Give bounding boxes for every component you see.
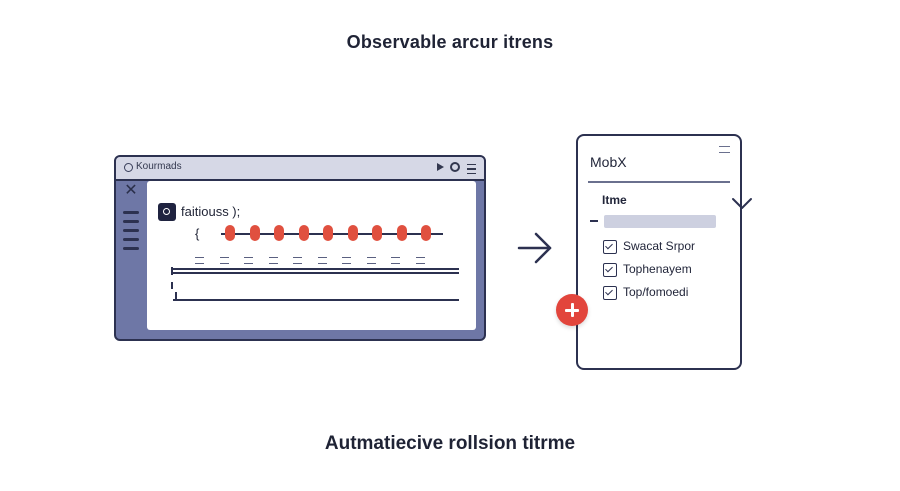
divider-line: [173, 272, 459, 274]
timeline-bead[interactable]: [396, 225, 407, 241]
sidebar-line: [123, 220, 139, 223]
menu-icon[interactable]: [719, 146, 730, 153]
timeline-dash: [244, 257, 253, 264]
window-title: Kourmads: [136, 161, 182, 172]
timeline-bead[interactable]: [347, 225, 358, 241]
timeline-dash: [366, 257, 376, 264]
list-item-label: Tophenayem: [623, 262, 692, 276]
checkbox[interactable]: [603, 263, 617, 277]
timeline-bead[interactable]: [274, 225, 284, 241]
timeline-dash: [293, 257, 302, 264]
divider-line: [173, 268, 459, 270]
timeline-dash: [415, 257, 425, 264]
timeline-bead[interactable]: [421, 225, 431, 241]
timeline-bead[interactable]: [323, 225, 333, 241]
add-button[interactable]: [556, 294, 588, 326]
top-heading: Observable arcur itrens: [346, 32, 554, 52]
timeline-bead[interactable]: [249, 225, 260, 241]
list-item-label: Top/fomoedi: [623, 285, 689, 299]
list-item-label: Swacat Srpor: [623, 239, 696, 253]
timeline-dash: [391, 257, 400, 264]
input-bar[interactable]: [604, 215, 716, 228]
divider-line: [173, 299, 459, 301]
timeline-bead[interactable]: [372, 225, 382, 241]
panel-title: MobX: [590, 154, 627, 170]
arrow-right-icon: [517, 232, 552, 264]
mobx-panel: MobX Itme Swacat Srpor Tophenayem Top/fo…: [576, 134, 742, 370]
checkbox[interactable]: [603, 240, 617, 254]
timeline-dash: [219, 257, 229, 264]
code-icon: [158, 203, 176, 221]
settings-icon[interactable]: [124, 163, 133, 172]
code-brace: {: [195, 226, 200, 241]
editor-canvas[interactable]: faitiouss ); {: [147, 181, 476, 330]
timeline-bead[interactable]: [225, 225, 235, 241]
timeline-dash: [342, 257, 351, 264]
cursor-tick: [171, 282, 173, 289]
window-titlebar: Kourmads: [116, 157, 484, 181]
timeline-dash: [195, 257, 204, 264]
close-icon[interactable]: ✕: [124, 182, 138, 199]
code-label: faitiouss );: [181, 204, 241, 219]
section-label: Itme: [602, 193, 627, 207]
menu-icon[interactable]: [467, 164, 476, 174]
record-icon[interactable]: [450, 162, 460, 172]
timeline-dash: [317, 257, 327, 264]
app-window: Kourmads ✕ faitiouss ); {: [114, 155, 486, 341]
cursor-tick: [175, 292, 177, 301]
panel-separator: [588, 181, 730, 183]
sidebar-line: [123, 247, 139, 250]
bottom-heading: Autmatiecive rollsion titrme: [324, 433, 576, 454]
checkbox[interactable]: [603, 286, 617, 300]
sidebar-line: [123, 238, 139, 241]
timeline-dash: [268, 257, 278, 264]
chevron-down-icon[interactable]: [731, 195, 753, 211]
cursor-tick: [171, 267, 173, 275]
sidebar-line: [123, 211, 139, 214]
sidebar-line: [123, 229, 139, 232]
play-icon[interactable]: [437, 163, 444, 171]
timeline-bead[interactable]: [298, 225, 309, 241]
collapse-icon[interactable]: [590, 220, 598, 222]
